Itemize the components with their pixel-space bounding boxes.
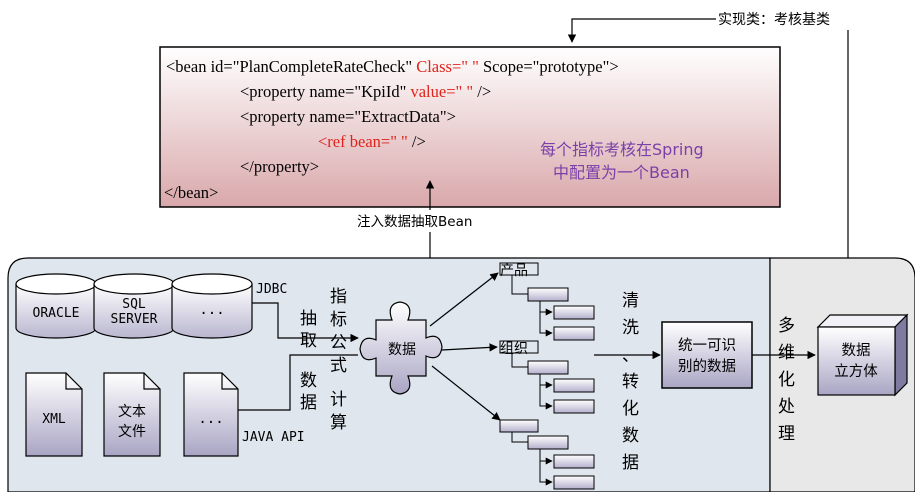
multi-dim-char: 处	[778, 397, 795, 417]
inject-label-bg	[352, 210, 502, 232]
bean-line-3: <property name="ExtractData">	[240, 107, 456, 126]
puzzle-to-org-arrow	[441, 343, 498, 352]
other-file-label: ...	[198, 411, 223, 427]
puzzle-to-product-arrow	[429, 272, 499, 327]
unified-label-2: 别的数据	[678, 358, 736, 375]
clean-char: 清	[622, 291, 639, 311]
base-class-connector	[567, 18, 716, 43]
jdbc-label: JDBC	[256, 282, 287, 297]
formula-char: 公	[330, 333, 347, 353]
multi-dim-char: 化	[778, 370, 795, 390]
sql-server-database: SQL SERVER	[93, 273, 175, 339]
clean-char: 转	[622, 372, 639, 392]
unified-data-box	[661, 321, 753, 389]
data-puzzle-icon	[359, 301, 443, 395]
bean-config-box	[159, 46, 781, 208]
puzzle-label: 数据	[388, 342, 416, 358]
multi-dim-char: 多	[778, 316, 795, 336]
clean-char: 、	[622, 346, 639, 366]
product-tree: 产品	[499, 262, 595, 341]
multi-dim-char: 维	[778, 343, 795, 363]
xml-label: XML	[42, 412, 66, 427]
server-label: SERVER	[111, 312, 158, 327]
formula-char: 标	[330, 310, 347, 330]
extract-char: 据	[300, 393, 317, 413]
multi-dim-char: 理	[778, 424, 795, 444]
sql-label: SQL	[122, 297, 146, 312]
other-database: ...	[171, 273, 253, 339]
bean-line-4: <ref bean=" " />	[318, 132, 426, 151]
formula-label-column: 指 标 公 式 计 算	[330, 287, 347, 433]
data-cube: 数据 立方体	[816, 313, 909, 397]
org-tree: 组织	[499, 340, 595, 414]
oracle-database: ORACLE	[15, 273, 97, 339]
bean-line-6: </bean>	[164, 183, 218, 202]
puzzle-to-tree3-arrow	[431, 365, 501, 421]
extract-char: 抽	[300, 309, 317, 329]
bean-line-5: </property>	[240, 157, 319, 176]
bean-note-line-1: 每个指标考核在Spring	[540, 140, 704, 159]
product-tree-label: 产品	[500, 263, 528, 279]
formula-char: 算	[330, 413, 347, 433]
java-api-connector	[238, 354, 358, 411]
formula-char: 指	[330, 287, 347, 307]
implementation-note: 实现类：考核基类	[718, 11, 830, 28]
other-file-icon: ...	[183, 372, 239, 457]
extract-label-column: 抽 取 数 据	[300, 309, 317, 413]
clean-char: 数	[622, 426, 639, 446]
third-tree	[499, 419, 595, 490]
formula-char: 式	[330, 356, 347, 376]
extract-char: 数	[300, 371, 317, 391]
unified-label-1: 统一可识	[678, 337, 736, 354]
clean-transform-label: 清 洗 、 转 化 数 据	[622, 291, 639, 473]
org-tree-label: 组织	[500, 341, 528, 357]
formula-char: 计	[330, 390, 347, 410]
extract-char: 取	[300, 331, 317, 351]
text-file-label-1: 文本	[118, 404, 146, 420]
oracle-label: ORACLE	[33, 306, 80, 321]
java-api-label: JAVA API	[242, 430, 305, 445]
bean-line-1: <bean id="PlanCompleteRateCheck" Class="…	[166, 57, 619, 76]
bean-line-2: <property name="KpiId" value=" " />	[240, 82, 491, 101]
xml-file-icon: XML	[25, 372, 83, 457]
multi-dim-label: 多 维 化 处 理	[778, 316, 795, 444]
text-file-icon: 文本 文件	[103, 372, 161, 457]
clean-char: 洗	[622, 318, 639, 338]
clean-char: 化	[622, 399, 639, 419]
bean-note-line-2: 中配置为一个Bean	[553, 163, 690, 182]
clean-char: 据	[622, 453, 639, 473]
other-db-label: ...	[199, 302, 224, 318]
cube-label-2: 立方体	[834, 363, 878, 380]
inject-label: 注入数据抽取Bean	[357, 214, 472, 230]
text-file-label-2: 文件	[118, 424, 146, 440]
jdbc-connector	[252, 302, 359, 343]
cube-label-1: 数据	[842, 342, 871, 359]
